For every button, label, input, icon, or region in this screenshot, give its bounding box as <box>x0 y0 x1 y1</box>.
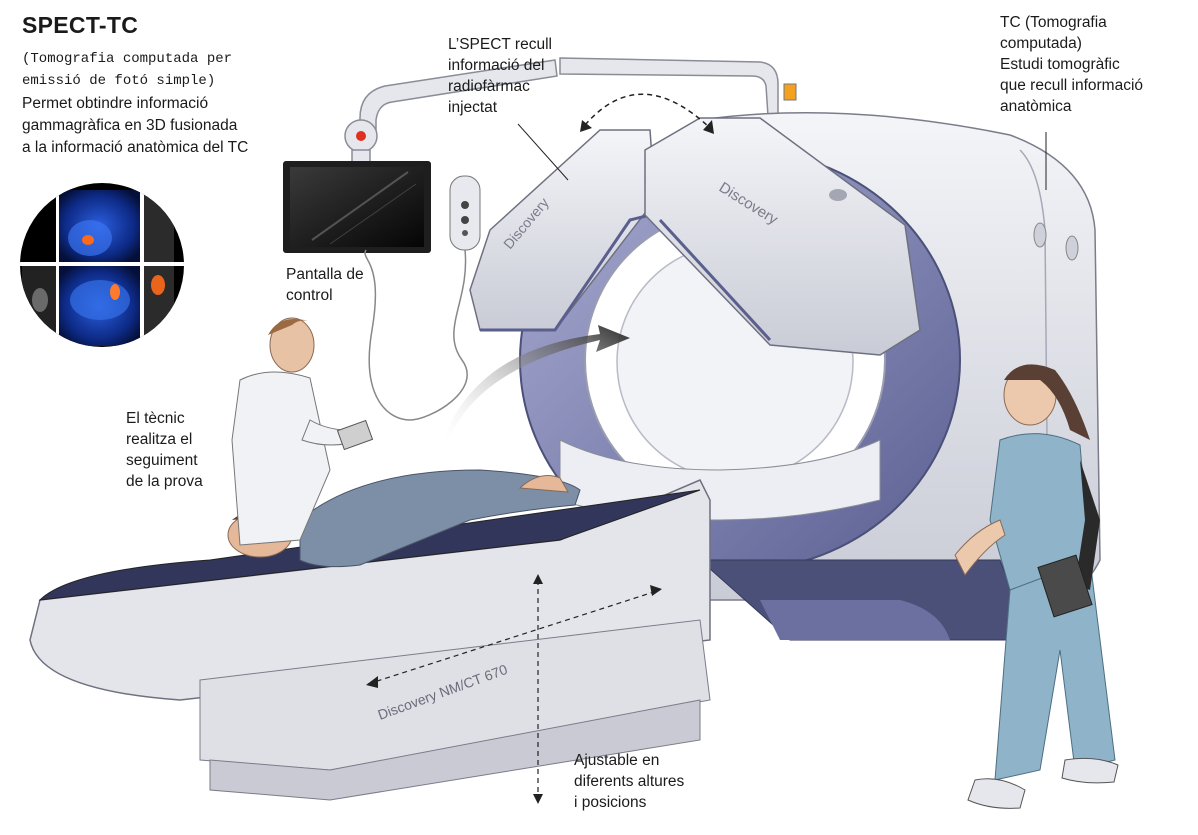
nurse <box>954 364 1119 809</box>
technician <box>231 317 374 546</box>
spect-pointer <box>517 123 569 181</box>
page-description: Permet obtindre informació gammagràfica … <box>22 95 249 156</box>
rotation-arrowhead-right <box>703 120 714 134</box>
scan-image-inset <box>20 183 184 347</box>
technician-annotation: El tècnic realitza el seguiment de la pr… <box>126 410 203 490</box>
detector-head-right: Discovery <box>644 117 921 356</box>
screen-annotation: Pantalla de control <box>286 266 364 304</box>
spect-annotation: L’SPECT recull informació del radiofàrma… <box>448 36 552 116</box>
control-monitor <box>283 161 431 253</box>
entry-arrow <box>440 325 630 450</box>
ct-annotation: TC (Tomografia computada) Estudi tomogrà… <box>1000 14 1144 115</box>
handheld-controller <box>364 175 481 421</box>
rotation-arrowhead-left <box>580 120 592 132</box>
rotation-arrow <box>584 93 711 129</box>
page-subtitle: (Tomografia computada per emissió de fot… <box>22 51 233 89</box>
table-annotation: Ajustable en diferents altures i posicio… <box>574 752 685 811</box>
warning-light <box>783 83 797 101</box>
page-title: SPECT-TC <box>22 12 139 38</box>
